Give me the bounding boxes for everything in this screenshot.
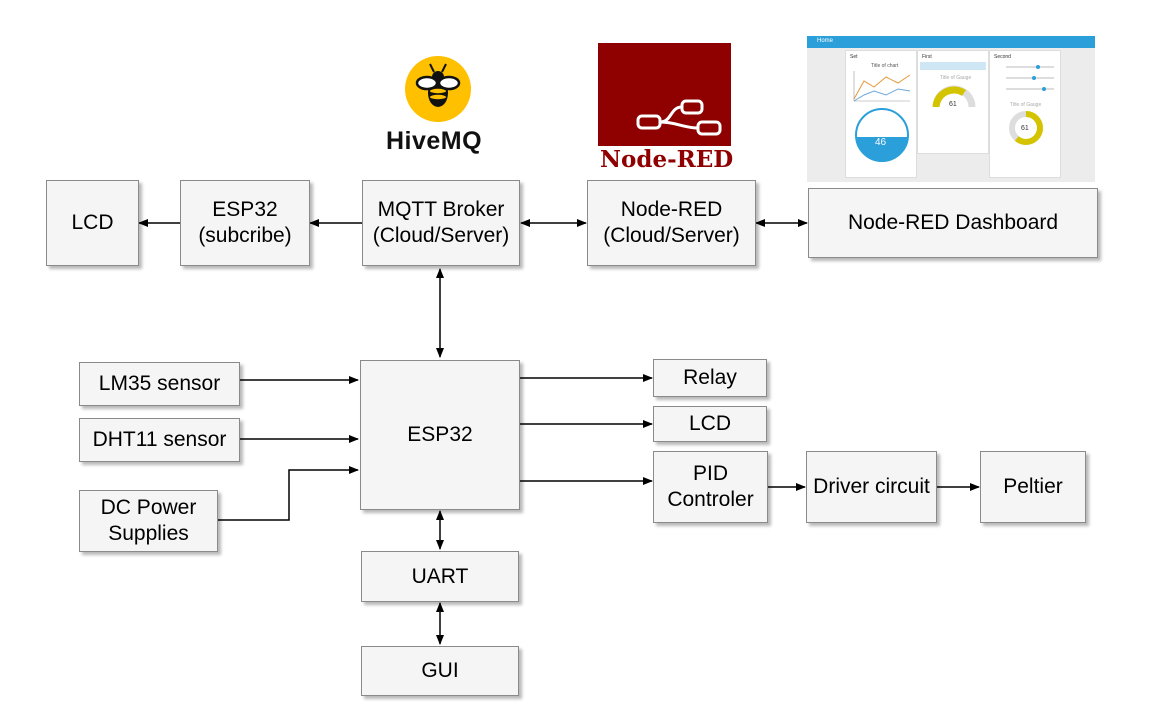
dashboard-card-first: First Title of Gauge 61 (917, 50, 989, 154)
donut-gauge-icon (1009, 111, 1043, 145)
dashboard-card-second: Second Title of Gauge 61 (989, 50, 1061, 178)
tank-gauge-icon (855, 108, 909, 162)
nodered-block: Node-RED (Cloud/Server) (587, 180, 756, 266)
nodered-logo-text: Node-RED (600, 146, 734, 173)
lcd-top-block: LCD (46, 180, 139, 266)
mini-line-chart-icon (853, 71, 911, 102)
nodered-logo-icon (598, 43, 731, 146)
tank-value: 46 (875, 137, 887, 148)
gui-block: GUI (361, 646, 519, 696)
dashboard-button-row (920, 62, 986, 70)
pid-controller-block: PID Controler (653, 451, 768, 523)
dashboard-preview-image: Home Set Title of chart 46 First Title o… (807, 36, 1095, 182)
lcd-right-block: LCD (653, 406, 767, 442)
dc-power-block: DC Power Supplies (79, 490, 218, 552)
lm35-sensor-block: LM35 sensor (79, 362, 240, 406)
dht11-sensor-block: DHT11 sensor (79, 418, 240, 462)
hivemq-bee-icon (405, 56, 471, 122)
dashboard-header-bar: Home (807, 36, 1095, 48)
chart-title: Title of chart (871, 63, 899, 69)
driver-circuit-block: Driver circuit (806, 451, 937, 523)
uart-block: UART (361, 551, 519, 602)
esp32-main-block: ESP32 (360, 360, 520, 510)
mqtt-broker-block: MQTT Broker (Cloud/Server) (362, 180, 520, 266)
arrow-power-to-esp32 (218, 466, 359, 521)
slider-controls-icon (1006, 65, 1054, 91)
dashboard-card-set: Set Title of chart 46 (845, 50, 917, 178)
esp32-subscribe-block: ESP32 (subcribe) (180, 180, 310, 266)
relay-block: Relay (653, 359, 767, 397)
donut-value: 61 (1021, 125, 1029, 132)
donut-title: Title of Gauge (1010, 102, 1042, 108)
hivemq-logo-text: HiveMQ (386, 127, 483, 155)
gauge-value: 61 (949, 101, 957, 108)
peltier-block: Peltier (980, 451, 1086, 523)
nodered-dashboard-block: Node-RED Dashboard (808, 188, 1098, 258)
semi-gauge-icon (932, 85, 976, 108)
dashboard-menu-label: Home (817, 38, 834, 44)
gauge-title: Title of Gauge (940, 75, 972, 81)
